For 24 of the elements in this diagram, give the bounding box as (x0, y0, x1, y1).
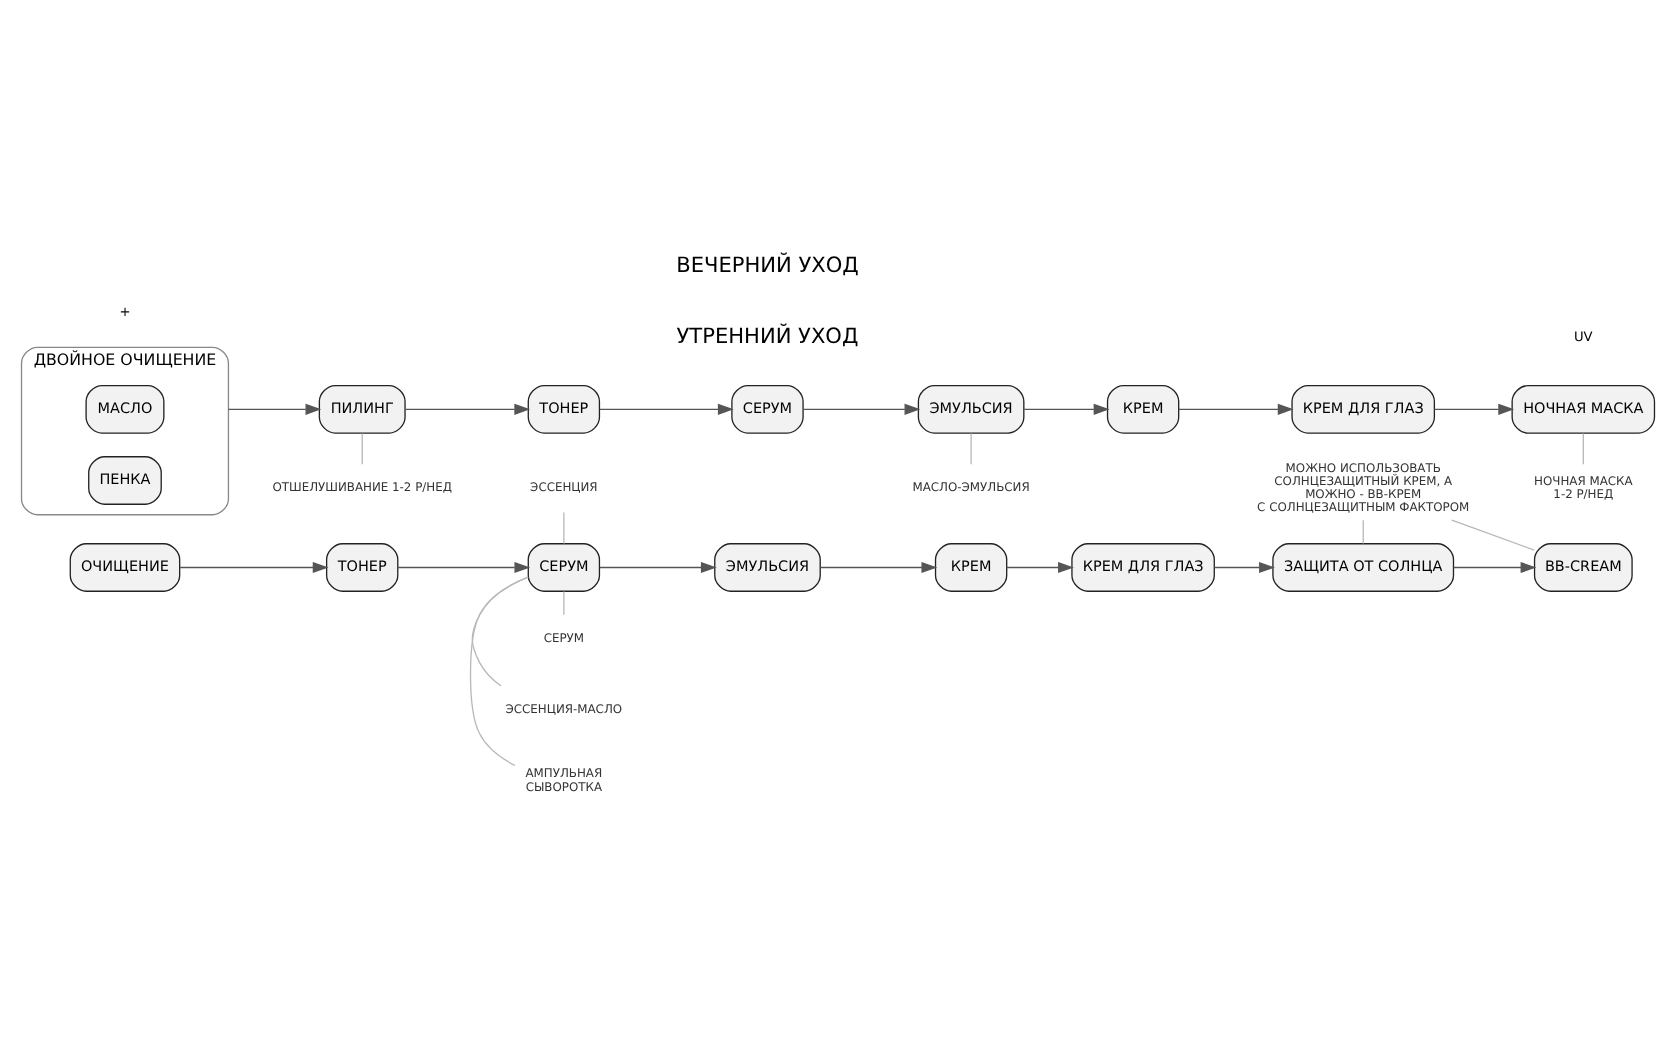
label: УТРЕННИЙ УХОД (676, 325, 859, 350)
connector (563, 511, 565, 545)
connector (970, 432, 972, 465)
arrow (599, 403, 734, 415)
arrow (819, 561, 938, 574)
arrow (179, 561, 329, 574)
connector (563, 590, 565, 616)
connector (1582, 432, 1584, 465)
arrow (1023, 403, 1110, 415)
label: ВЕЧЕРНИЙ УХОД (676, 254, 859, 278)
arrow (599, 561, 717, 574)
arrow (1452, 561, 1537, 574)
arrow (802, 403, 921, 415)
arrow (404, 403, 531, 415)
arrow (1178, 403, 1294, 415)
connector (361, 432, 363, 465)
arrow (227, 403, 322, 415)
connector (1451, 519, 1535, 551)
arrow (1006, 561, 1074, 574)
connector (1362, 519, 1364, 545)
connector (469, 576, 529, 767)
arrow (1433, 403, 1515, 415)
arrow (397, 561, 531, 574)
arrow (1213, 561, 1275, 574)
